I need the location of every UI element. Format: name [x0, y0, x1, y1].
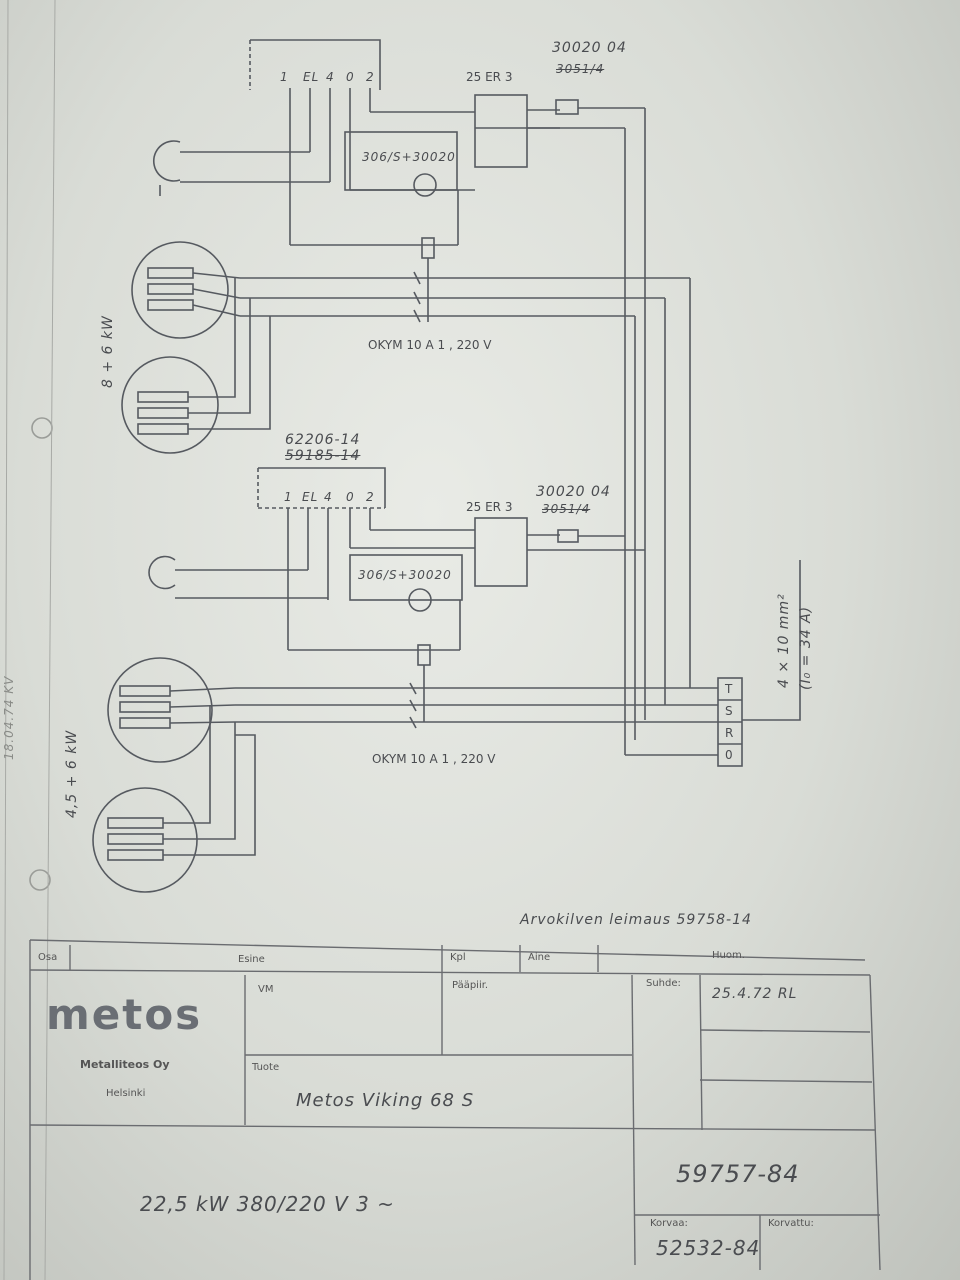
company-name: Metalliteos Oy: [80, 1058, 170, 1071]
lower-element-power: 4,5 + 6 kW: [64, 729, 80, 818]
drawing-number: 59757-84: [676, 1160, 800, 1188]
header-osa: Osa: [38, 952, 58, 963]
korvaa-value: 52532-84: [656, 1236, 761, 1260]
lower-relay-part-old: 3051/4: [542, 502, 591, 516]
cable-spec: 4 × 10 mm²: [776, 593, 792, 688]
cable-current: (I₀ = 34 A): [798, 605, 814, 690]
lower-part-old: 59185-14: [285, 448, 361, 464]
upper-terminal-4: 4: [326, 70, 335, 84]
lower-part-new: 62206-14: [285, 432, 361, 448]
lower-terminal-4: 4: [324, 490, 333, 504]
lower-terminal-el: EL: [302, 490, 319, 504]
terminal-t: T: [725, 682, 733, 696]
upper-terminal-2: 2: [366, 70, 375, 84]
lower-terminal-0: 0: [346, 490, 355, 504]
title-block-grid: [29, 939, 881, 1280]
upper-circuit: [121, 39, 691, 755]
upper-relay-label: 25 ER 3: [466, 70, 513, 84]
header-kpl: Kpl: [450, 952, 466, 963]
upper-thermostat-part: 306/S+30020: [362, 150, 456, 164]
upper-terminal-1: 1: [280, 70, 289, 84]
lower-thermostat-part: 306/S+30020: [358, 568, 452, 582]
header-huom: Huom.: [712, 950, 745, 961]
lower-terminal-1: 1: [284, 490, 293, 504]
lower-relay-label: 25 ER 3: [466, 500, 513, 514]
korvaa-label: Korvaa:: [650, 1218, 688, 1229]
upper-element-power: 8 + 6 kW: [100, 315, 116, 388]
date-signature: 25.4.72 RL: [712, 986, 798, 1002]
metos-logo: metos: [46, 990, 203, 1039]
suhde-label: Suhde:: [646, 978, 681, 989]
stamp-note: Arvokilven leimaus 59758-14: [520, 912, 752, 928]
lower-circuit: [92, 467, 718, 893]
header-aine: Aine: [528, 952, 551, 963]
terminal-0: 0: [725, 748, 733, 762]
lower-contactor-label: OKYM 10 A 1 , 220 V: [372, 752, 496, 766]
header-esine: Esine: [238, 954, 265, 965]
lower-relay-part: 30020 04: [536, 484, 611, 500]
tuote-label: Tuote: [252, 1062, 280, 1073]
binder-holes: [3, 0, 56, 1280]
lower-terminal-2: 2: [366, 490, 375, 504]
vm-label: VM: [258, 984, 274, 995]
korvattu-label: Korvattu:: [768, 1218, 814, 1229]
upper-terminal-0: 0: [346, 70, 355, 84]
margin-date: 18.04.74 KV: [2, 675, 16, 760]
upper-relay-part-old: 3051/4: [556, 62, 605, 76]
upper-relay-part: 30020 04: [552, 40, 627, 56]
paapiir-label: Pääpiir.: [452, 980, 489, 991]
product-name: Metos Viking 68 S: [296, 1090, 475, 1111]
terminal-s: S: [725, 704, 733, 718]
upper-terminal-el: EL: [303, 70, 320, 84]
terminal-block-shape: [717, 560, 801, 767]
company-city: Helsinki: [106, 1088, 146, 1099]
terminal-r: R: [725, 726, 734, 740]
electrical-spec: 22,5 kW 380/220 V 3 ~: [140, 1192, 395, 1216]
upper-contactor-label: OKYM 10 A 1 , 220 V: [368, 338, 492, 352]
